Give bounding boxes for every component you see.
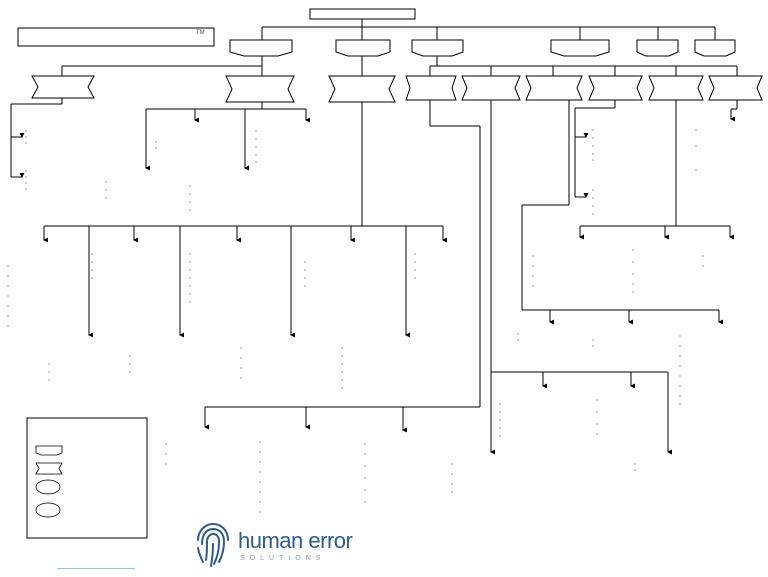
legend-ellipse-shape-2 — [35, 502, 61, 518]
level1-node-4 — [550, 39, 610, 57]
level1-node-5 — [636, 39, 679, 57]
top-title-box — [309, 8, 416, 20]
level2-node-3 — [328, 75, 396, 103]
level2-node-6 — [525, 75, 583, 101]
level2-node-5 — [461, 75, 521, 101]
connector-lines — [10, 98, 738, 455]
level1-node-3 — [411, 39, 464, 57]
legend-tab-shape — [35, 445, 63, 456]
link-underline[interactable] — [57, 568, 135, 569]
brand-tagline: SOLUTIONS — [240, 555, 326, 562]
text-marks-col — [7, 129, 704, 513]
brand-name-part2: error — [308, 528, 353, 553]
brand-name-part1: human — [238, 528, 303, 553]
level1-node-1 — [229, 39, 293, 57]
illegible-text-marks — [7, 129, 704, 513]
subtitle-box — [17, 27, 215, 47]
level2-node-4 — [405, 75, 457, 101]
level1-node-2 — [335, 39, 391, 57]
level2-node-8 — [648, 75, 704, 101]
fingerprint-icon — [197, 522, 229, 567]
level2-node-9 — [708, 75, 763, 101]
level1-node-6 — [694, 39, 736, 57]
legend-bowtie-shape — [35, 462, 63, 475]
level2-node-7 — [588, 75, 643, 101]
level2-node-1 — [31, 75, 95, 99]
legend — [26, 417, 148, 539]
brand-name: human error — [238, 528, 353, 554]
subtitle-trademark: TM — [196, 30, 205, 36]
brand-logo: human error SOLUTIONS — [192, 520, 353, 572]
legend-box — [26, 417, 148, 539]
level2-node-2 — [225, 75, 295, 103]
legend-ellipse-shape-1 — [35, 479, 61, 495]
